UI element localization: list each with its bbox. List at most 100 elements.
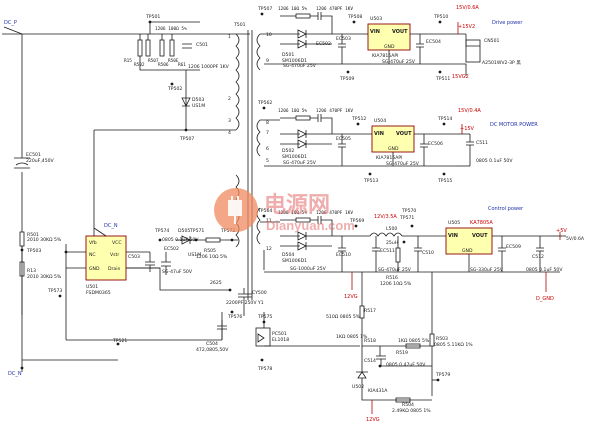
controller-u501: Vfb VCC NC Vstr GND Drain U501 FSDM0365 … [47, 223, 242, 341]
c510-ref: C510 [422, 250, 434, 256]
c504-ref: C504 [206, 341, 218, 347]
r505-value: 1206 10Ω 5% [196, 254, 228, 260]
ec501-ref: EC501 [26, 152, 41, 158]
ch1-r-spec: 1206 10Ω 5% [278, 6, 307, 12]
tp502-label: TP502 [167, 86, 182, 92]
ch1-tp-in: TP507 [257, 6, 272, 12]
u501-pin-vfb: Vfb [89, 240, 97, 246]
l500-ref: L500 [386, 226, 397, 232]
ch3-tp-bus: TP569 [349, 218, 364, 224]
t501-pin-3: 3 [228, 118, 231, 124]
ch1-voltage: 15V/0.6A [456, 5, 479, 11]
pc501-part: EL1018 [272, 337, 289, 343]
ch2-cap-in: SG-470uF 25V [283, 160, 317, 166]
tp521-label: TP521 [112, 338, 127, 344]
t501-pin-10: 10 [266, 32, 272, 38]
ch1-tp-bus2: TP509 [339, 76, 354, 82]
r506-ref: R506 [158, 62, 169, 68]
tp507-snub-label: TP507 [179, 136, 194, 142]
ec501-value: 220uF,450V [26, 158, 55, 164]
u503-vin: VIN [370, 29, 380, 35]
c511-ref: C511 [476, 140, 488, 146]
r516-ref: R516 [386, 275, 398, 281]
u505-vin: VIN [448, 233, 458, 239]
ch3-rail-label: Control power [488, 206, 524, 212]
r15-ref: R15 [124, 58, 132, 64]
ch1-plus: +15V2 [458, 24, 475, 30]
u505-gnd: GND [462, 248, 473, 254]
u505-ref: U505 [448, 220, 460, 226]
r501-value: 2010 30KΩ 5% [27, 237, 62, 243]
t501-pin-11: 11 [266, 218, 272, 224]
c514-value: 0805 0.47uF 50V [386, 362, 426, 368]
ch2-diode-ref: D502 [282, 148, 294, 154]
r61-ref: R61 [178, 62, 186, 68]
watermark-cn: 电源网 [264, 192, 330, 217]
node-dc-n: DC_N [8, 371, 22, 377]
t501-pin-1: 1 [228, 34, 231, 40]
ch2-tp-out: TP514 [437, 116, 452, 122]
ch2-c-spec: 1206 470PF 1KV [316, 108, 353, 114]
cy500-ref: CY500 [252, 290, 267, 296]
watermark-en: Dianyuan.com [266, 218, 355, 233]
r503-ref: R503 [436, 336, 448, 342]
c511-value: 0805 0.1uF 50V [476, 158, 513, 164]
ch1-cap-out: SG-470uF 25V [382, 59, 416, 65]
u501-part: FSDM0365 [86, 290, 111, 296]
r507-ref: R507 [148, 58, 159, 64]
ch1-c-spec: 1206 470PF 1KV [316, 6, 353, 12]
l500-value: 25uH [386, 240, 398, 246]
u504-part: KIA7815API [376, 155, 402, 161]
ch1-cap-ref: EC502 [316, 41, 331, 47]
channel-motor-power: TP562 1206 10Ω 5% 1206 470PF 1KV D502 SM… [257, 100, 538, 184]
r502-ref: R502 [134, 62, 145, 68]
ch2-r-spec: 1206 10Ω 5% [278, 108, 307, 114]
ch3-voltage: 12V/3.5A [374, 214, 397, 220]
ch2-rail-label: DC MOTOR POWER [490, 122, 538, 128]
c512-ref: C512 [532, 254, 544, 260]
ch1-tp-out: TP510 [433, 14, 448, 20]
u501-pin-vcc: VCC [112, 240, 122, 246]
r501-ref: R501 [27, 232, 39, 238]
ch1-cap-in: SG-470uF 25V [283, 63, 317, 69]
ec509-ref: EC509 [506, 244, 521, 250]
u503-vout: VOUT [392, 29, 408, 35]
u504-vin: VIN [374, 131, 384, 137]
r518-ref: R518 [364, 338, 376, 344]
ch3-r-spec: 1206 10Ω 5% [278, 210, 307, 216]
d505-ref: D505 [178, 228, 190, 234]
snubber-r-spec: 1206 100Ω 5% [155, 26, 187, 32]
u504-gnd: GND [388, 146, 399, 152]
u505-part: KA7805A [470, 220, 493, 226]
c512-value: 0805 0.1uF 50V [526, 267, 563, 273]
u502-part: KIA431A [368, 388, 388, 394]
r504-value: 2.49KΩ 0805 1% [392, 408, 431, 414]
tp572-label: TP572 [220, 228, 235, 234]
ch2-voltage: 15V/0.4A [458, 108, 481, 114]
r517-ref: R517 [364, 308, 376, 314]
channel-control-power: TP564 1206 10Ω 5% 1206 470PF 1KV D504 SM… [257, 206, 585, 302]
t501-pin-2: 2 [228, 96, 231, 102]
ec502-ref: EC502 [164, 246, 179, 252]
r504-ref: R504 [402, 402, 414, 408]
d505-value: US1M [188, 252, 201, 258]
tp574-label: TP574 [154, 228, 169, 234]
t501-pin-7: 7 [266, 130, 269, 136]
tp575-label: TP575 [257, 314, 272, 320]
r519-value: 1KΩ 0805 5% [398, 338, 430, 344]
pc501-ref: PC501 [272, 331, 287, 337]
u503-gnd: GND [384, 44, 395, 50]
cy500-value: 2200PF 250V Y1 [226, 300, 264, 306]
r13-value: 2010 30KΩ 5% [27, 274, 62, 280]
d503-ref: D503 [192, 97, 204, 103]
u503-body [367, 23, 411, 51]
watermark-plug-icon [228, 200, 242, 216]
tp579-label: TP579 [435, 372, 450, 378]
u505-vout: VOUT [472, 233, 488, 239]
ch3-gnd-12: 12VG [344, 294, 358, 300]
t501-pin-5: 5 [266, 158, 269, 164]
d503-value: US1M [192, 103, 205, 109]
ycap-cy500: CY500 2200PF 250V Y1 [226, 250, 267, 316]
ch3-tp-b: TP571 [399, 215, 414, 221]
